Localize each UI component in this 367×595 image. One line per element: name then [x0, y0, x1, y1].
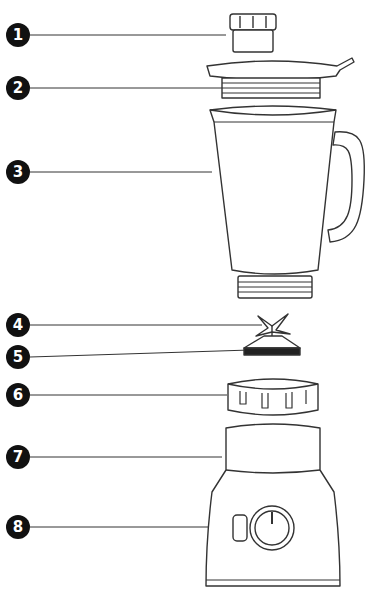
- lid-cap: [230, 14, 276, 52]
- locking-ring: [228, 379, 318, 415]
- callout-number: 7: [6, 445, 30, 469]
- jar-lid: [207, 58, 354, 98]
- control-knob: [233, 506, 294, 550]
- callout-number: 8: [6, 515, 30, 539]
- callout-number: 2: [6, 76, 30, 100]
- blender-jar: [210, 106, 364, 298]
- callout-number: 1: [6, 23, 30, 47]
- blade-base: [244, 336, 300, 355]
- callout-number: 3: [6, 160, 30, 184]
- callout-number: 6: [6, 383, 30, 407]
- callout-number: 4: [6, 313, 30, 337]
- blade-assembly: [256, 314, 290, 336]
- callout-number: 5: [6, 345, 30, 369]
- motor-base: [206, 424, 340, 586]
